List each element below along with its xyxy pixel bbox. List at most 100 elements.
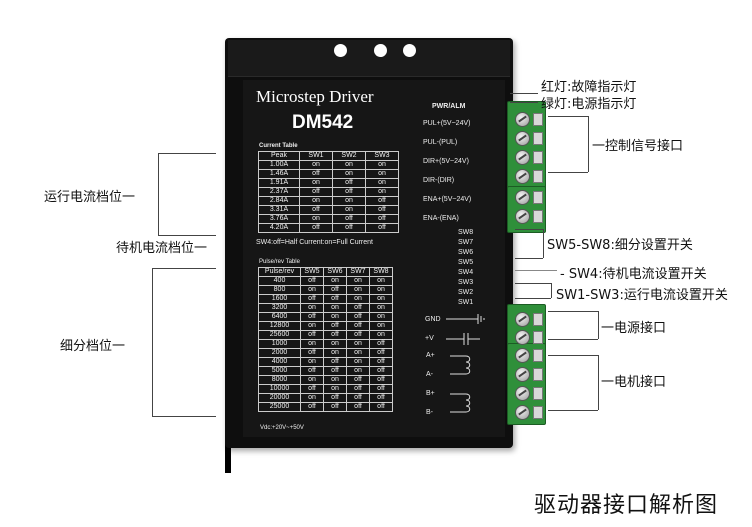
- leader-line: [510, 102, 538, 103]
- table-cell: off: [332, 223, 366, 233]
- table-cell: on: [346, 348, 370, 358]
- table-header-cell: SW7: [346, 267, 370, 277]
- table-cell: off: [365, 214, 399, 224]
- table-cell: off: [323, 330, 347, 340]
- screw-icon[interactable]: [515, 386, 530, 401]
- screw-icon[interactable]: [515, 348, 530, 363]
- screw-icon[interactable]: [515, 131, 530, 146]
- bracket-line: [152, 268, 153, 416]
- standby-current-annotation: 待机电流档位一: [116, 241, 208, 256]
- wire-jack-icon: [533, 368, 543, 381]
- screw-icon[interactable]: [515, 312, 530, 327]
- table-header-cell: Pulse/rev: [258, 267, 301, 277]
- table-cell: 25000: [258, 402, 301, 412]
- table-cell: 5000: [258, 366, 301, 376]
- power-port-annotation: 一电源接口: [601, 321, 667, 336]
- signal-label: PUL+(5V~24V): [423, 120, 471, 127]
- table-cell: 1.91A: [258, 178, 300, 188]
- brand-label: Microstep Driver: [256, 87, 374, 106]
- motor-pin-label: A+: [426, 352, 435, 359]
- table-cell: on: [346, 339, 370, 349]
- switch-label: SW5: [458, 259, 474, 266]
- screw-icon[interactable]: [515, 367, 530, 382]
- table-cell: off: [300, 366, 324, 376]
- bracket-line: [543, 229, 544, 258]
- table-cell: on: [300, 375, 324, 385]
- table-cell: 8000: [258, 375, 301, 385]
- screw-icon[interactable]: [515, 150, 530, 165]
- power-pin-label: GND: [425, 316, 441, 323]
- table-header-cell: SW6: [323, 267, 347, 277]
- pulse-table-title: Pulse/rev Table: [259, 259, 300, 265]
- vdc-label: Vdc:+20V~+50V: [260, 425, 304, 431]
- table-cell: off: [369, 402, 393, 412]
- table-cell: off: [332, 187, 366, 197]
- table-cell: on: [300, 285, 324, 295]
- screw-icon[interactable]: [515, 330, 530, 345]
- table-cell: on: [346, 276, 370, 286]
- table-cell: off: [369, 366, 393, 376]
- model-label: DM542: [292, 112, 354, 133]
- bracket-line: [515, 283, 551, 284]
- table-cell: 4000: [258, 357, 301, 367]
- bracket-line: [548, 339, 598, 340]
- table-cell: on: [369, 303, 393, 313]
- table-cell: on: [323, 312, 347, 322]
- table-cell: 3200: [258, 303, 301, 313]
- table-cell: on: [369, 321, 393, 331]
- table-cell: off: [346, 384, 370, 394]
- wire-jack-icon: [533, 406, 543, 419]
- table-cell: off: [369, 384, 393, 394]
- bracket-line: [515, 258, 543, 259]
- screw-icon[interactable]: [515, 405, 530, 420]
- wire-jack-icon: [533, 132, 543, 145]
- sw4-note: SW4:off=Half Current:on=Full Current: [256, 239, 373, 246]
- wire-jack-icon: [533, 331, 543, 344]
- table-cell: on: [323, 276, 347, 286]
- table-cell: off: [332, 178, 366, 188]
- wire-jack-icon: [533, 210, 543, 223]
- table-header-cell: SW3: [365, 151, 399, 161]
- table-cell: off: [300, 294, 324, 304]
- bracket-line: [548, 116, 588, 117]
- table-header-cell: Peak: [258, 151, 300, 161]
- switch-label: SW1: [458, 299, 474, 306]
- table-cell: off: [323, 294, 347, 304]
- table-cell: 1.46A: [258, 169, 300, 179]
- screw-icon[interactable]: [515, 209, 530, 224]
- table-cell: 10000: [258, 384, 301, 394]
- screw-icon[interactable]: [515, 112, 530, 127]
- table-cell: 400: [258, 276, 301, 286]
- page-title: 驱动器接口解析图: [533, 493, 718, 518]
- motor-pin-label: B-: [426, 409, 433, 416]
- table-cell: off: [346, 393, 370, 403]
- table-cell: off: [346, 321, 370, 331]
- green-led-annotation: 绿灯:电源指示灯: [541, 97, 637, 112]
- screw-icon[interactable]: [515, 190, 530, 205]
- table-cell: off: [299, 169, 333, 179]
- table-cell: off: [299, 205, 333, 215]
- bracket-line: [158, 235, 216, 236]
- screw-icon[interactable]: [515, 169, 530, 184]
- table-cell: on: [299, 160, 333, 170]
- bracket-line: [152, 268, 216, 269]
- table-cell: off: [323, 321, 347, 331]
- table-cell: on: [332, 160, 366, 170]
